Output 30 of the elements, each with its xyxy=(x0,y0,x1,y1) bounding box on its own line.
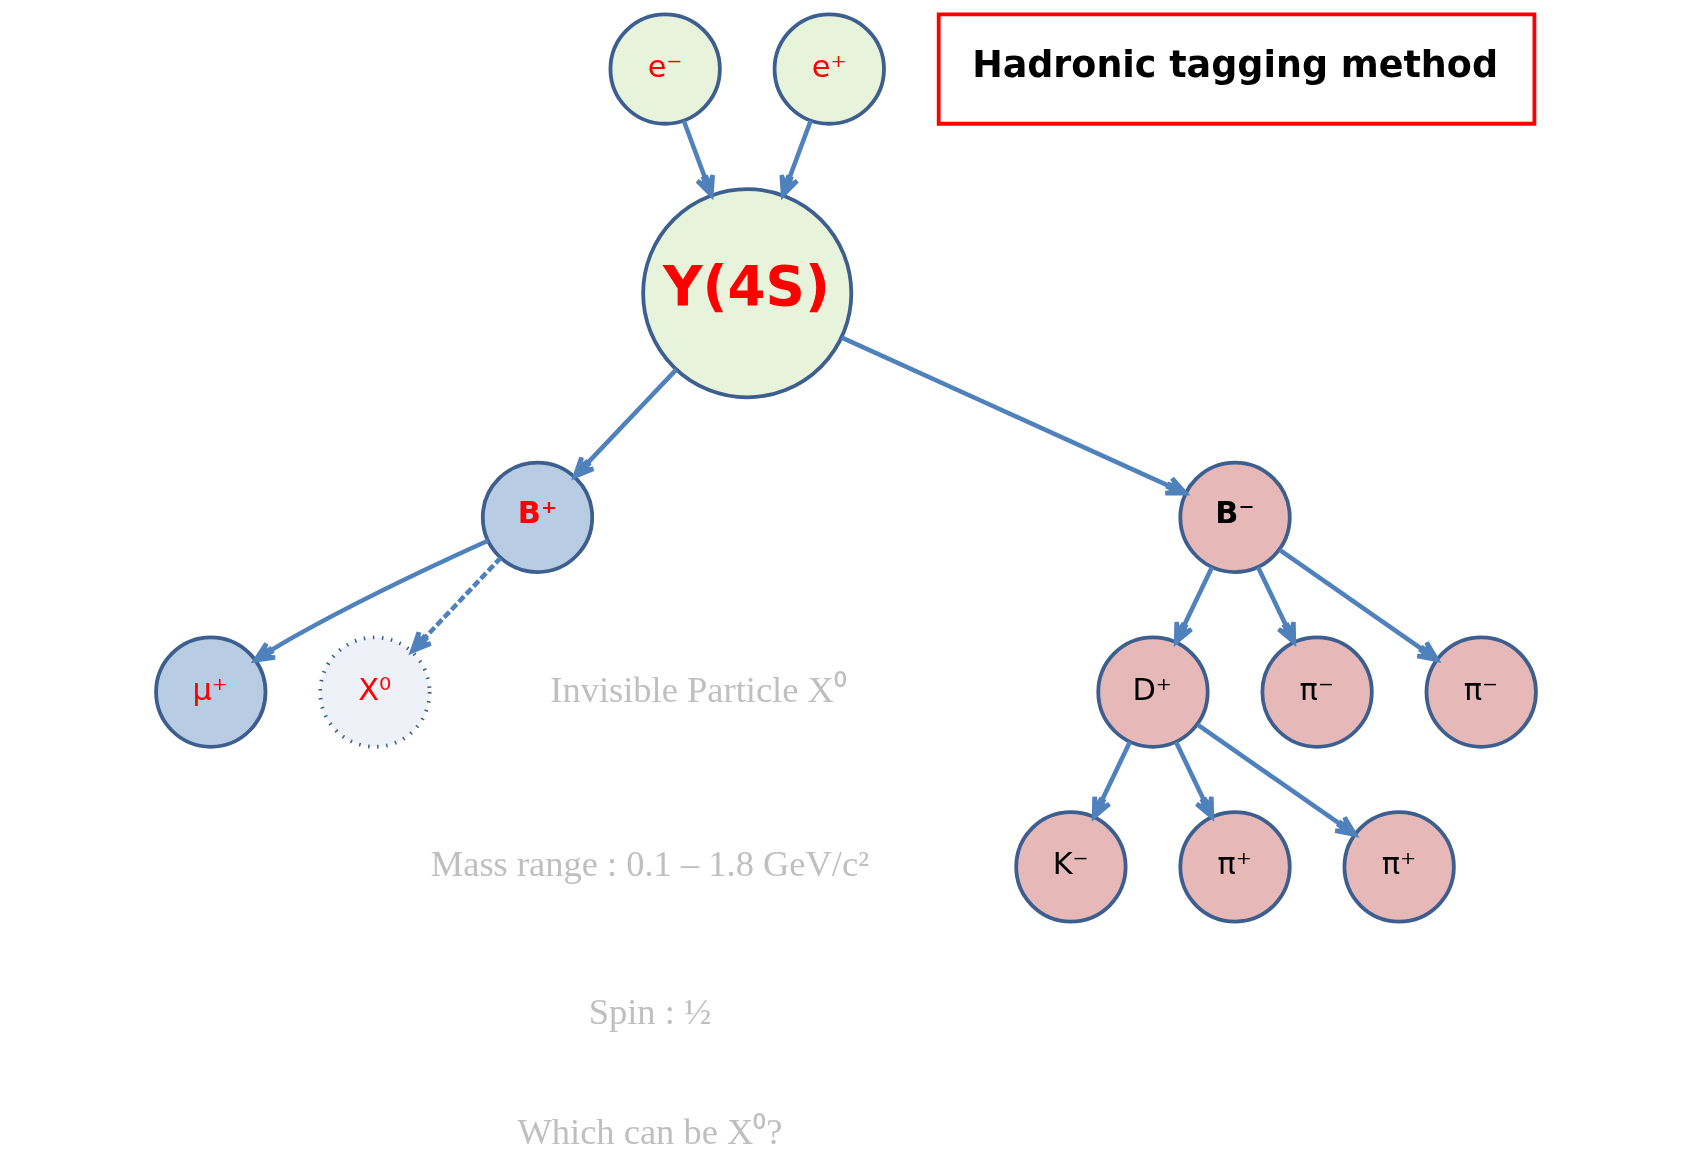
node-circle: B⁺ xyxy=(480,460,595,574)
arrow xyxy=(1196,722,1358,837)
arrow xyxy=(840,335,1188,496)
node-circle: Υ(4S) xyxy=(641,187,854,400)
arrow xyxy=(409,556,503,654)
arrow xyxy=(1278,548,1440,662)
node-circle: μ⁺ xyxy=(154,635,268,749)
node-circle: D⁺ xyxy=(1096,635,1210,749)
node-circle: π⁺ xyxy=(1342,810,1456,924)
node-circle: π⁻ xyxy=(1424,635,1538,749)
arrow xyxy=(253,538,489,663)
arrow xyxy=(681,119,715,198)
arrow xyxy=(1256,566,1297,645)
node-circle: π⁺ xyxy=(1178,810,1292,924)
node-box: Hadronic tagging method xyxy=(936,12,1537,126)
label: Which can be X⁰? xyxy=(517,1111,783,1152)
label: Mass range : 0.1 – 1.8 GeV/c² xyxy=(430,844,870,885)
node-circle: X⁰ xyxy=(318,635,432,749)
arrow xyxy=(1173,566,1214,645)
label: Invisible Particle X⁰ xyxy=(550,669,847,710)
label: Spin : ½ xyxy=(588,991,712,1032)
arrow xyxy=(779,119,813,198)
node-circle: B⁻ xyxy=(1178,460,1292,574)
node-circle: e⁺ xyxy=(772,12,886,126)
arrow xyxy=(1091,740,1132,820)
node-circle: π⁻ xyxy=(1260,635,1374,749)
arrow xyxy=(1174,740,1215,820)
node-circle: e⁻ xyxy=(608,12,722,126)
arrow xyxy=(572,368,678,479)
node-circle: K⁻ xyxy=(1014,810,1128,924)
